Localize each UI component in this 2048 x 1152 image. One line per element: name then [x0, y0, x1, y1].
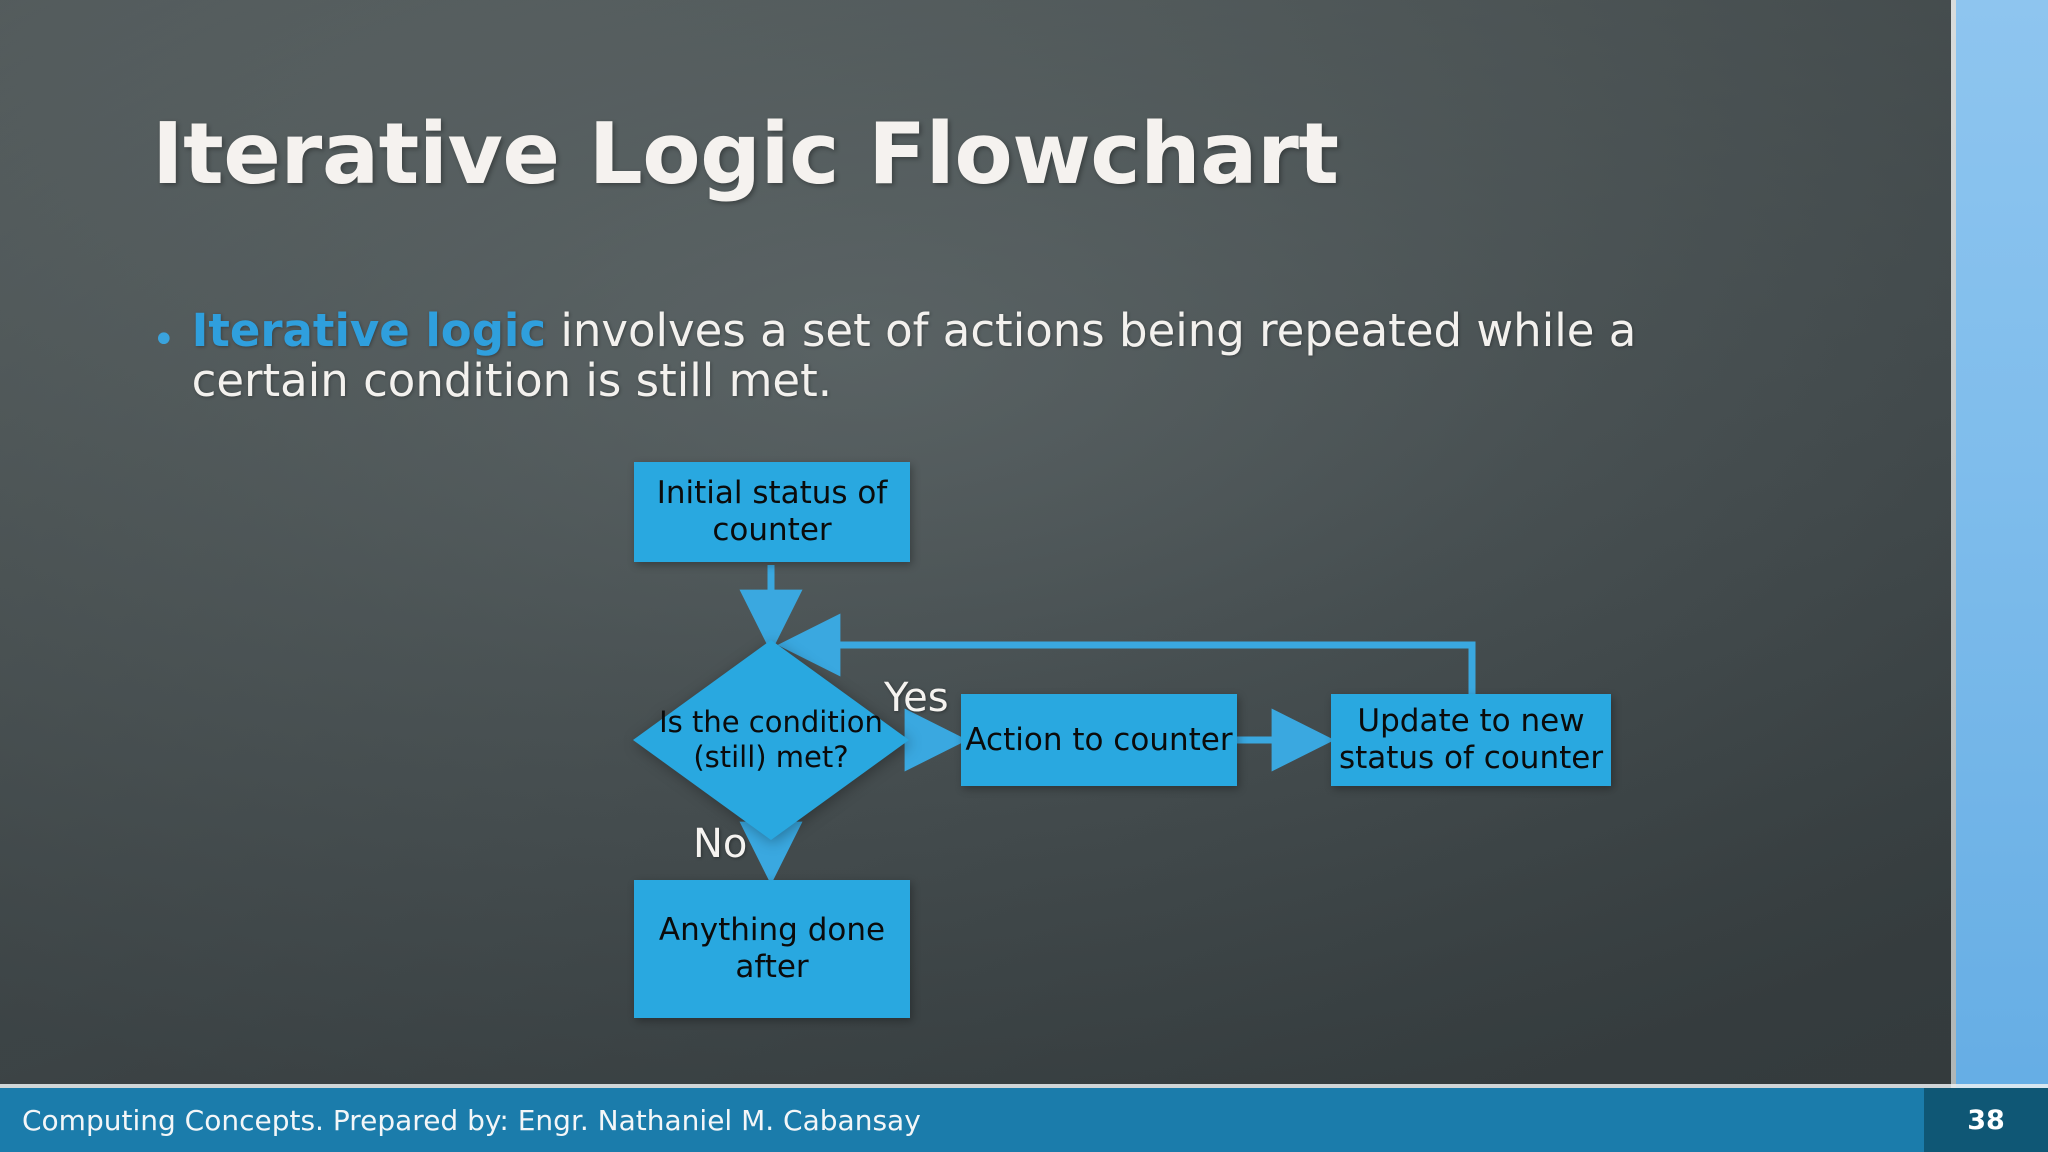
- edge-label-no: No: [693, 821, 748, 867]
- decision-label: Is the condition (still) met?: [659, 704, 883, 774]
- bullet-highlight-term: Iterative logic: [191, 304, 547, 357]
- slide-title: Iterative Logic Flowchart: [152, 105, 1339, 204]
- edge-label-yes: Yes: [884, 675, 949, 721]
- right-blue-panel: [1956, 0, 2048, 1152]
- bullet-text: Iterative logic involves a set of action…: [191, 304, 1772, 408]
- right-panel-divider: [1951, 0, 1956, 1152]
- bullet-rest-text: involves a set of actions being repeated…: [191, 304, 1637, 408]
- flow-node-action-to-counter[interactable]: Action to counter: [961, 694, 1237, 786]
- footer-credit-text: Computing Concepts. Prepared by: Engr. N…: [22, 1103, 921, 1137]
- flow-node-initial-status[interactable]: Initial status of counter: [634, 462, 910, 562]
- page-number-badge: 38: [1924, 1088, 2048, 1152]
- footer-divider: [0, 1084, 2048, 1088]
- flow-node-anything-done-after[interactable]: Anything done after: [634, 880, 910, 1018]
- connector-update-loopback: [777, 613, 1476, 695]
- footer-bar: [0, 1088, 2048, 1152]
- bullet-item: • Iterative logic involves a set of acti…: [152, 304, 1772, 408]
- flow-node-update-status[interactable]: Update to new status of counter: [1331, 694, 1611, 786]
- bullet-marker-icon: •: [152, 317, 176, 363]
- flow-node-decision[interactable]: Is the condition (still) met?: [633, 640, 909, 840]
